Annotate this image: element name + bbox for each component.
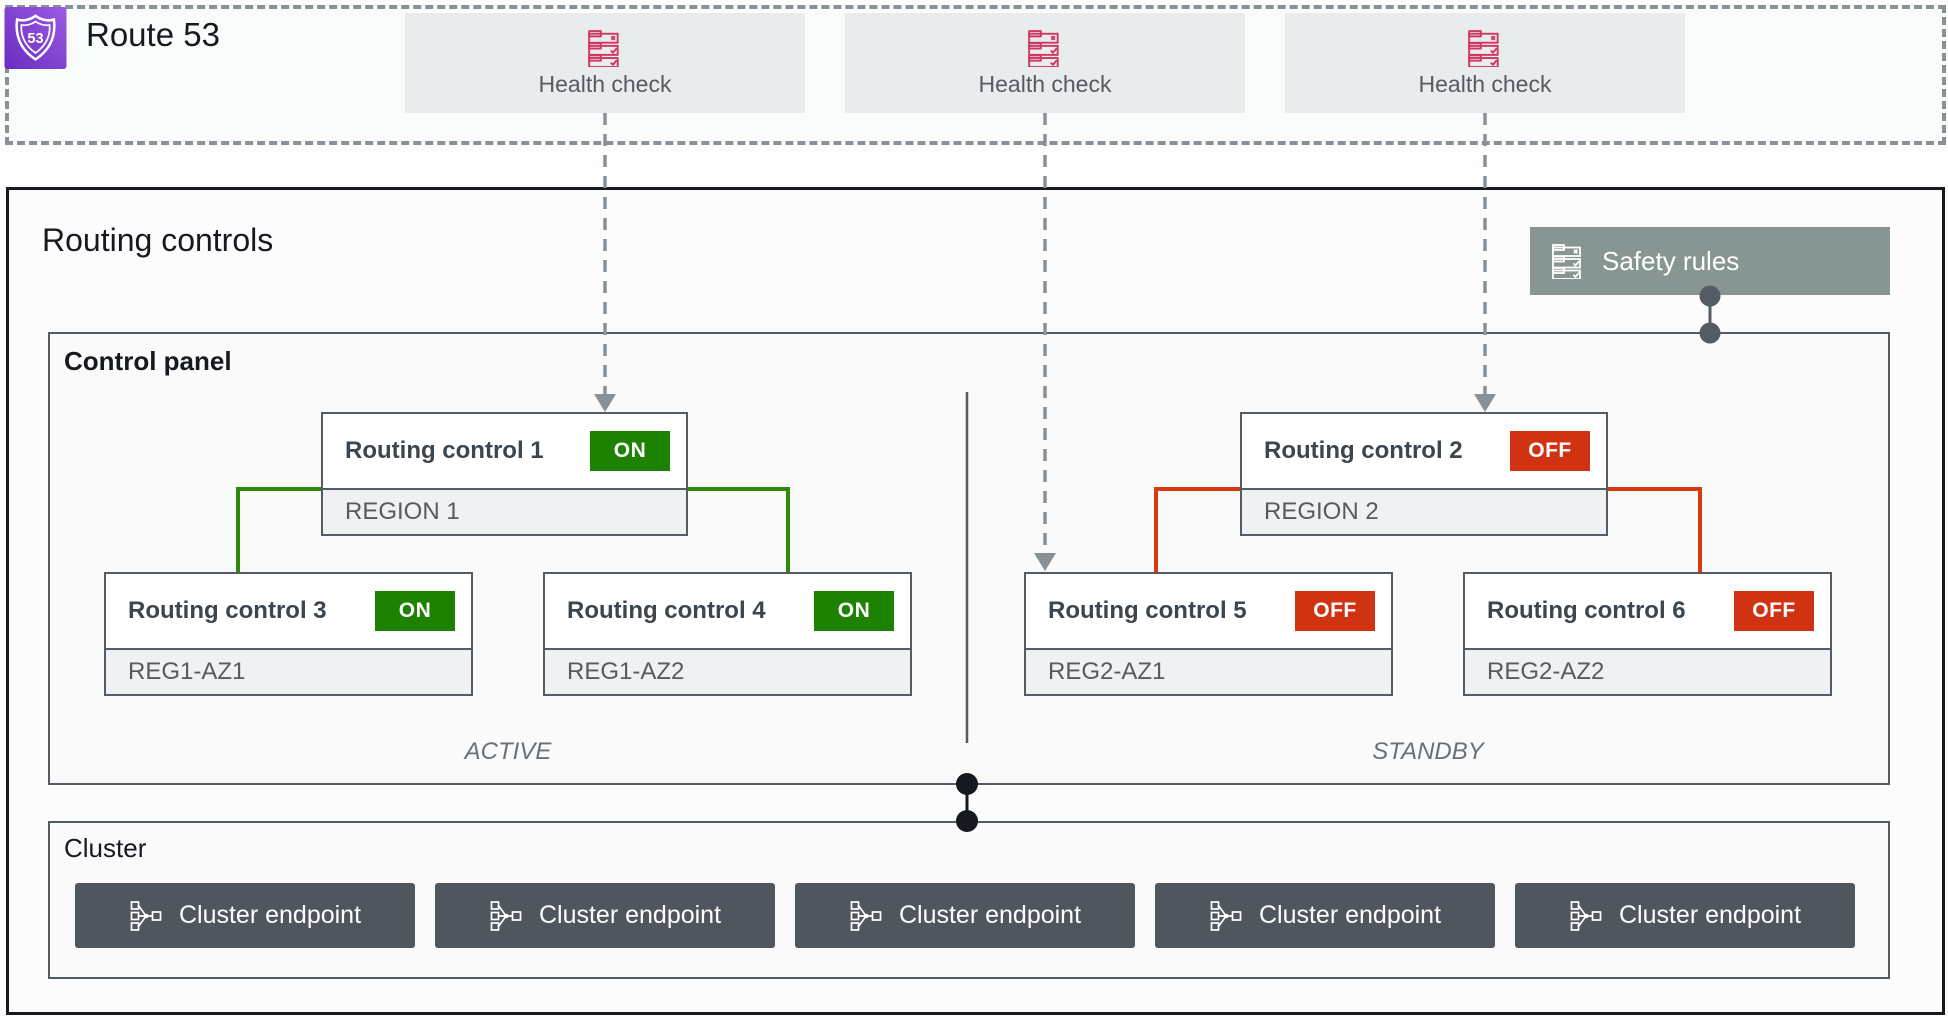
cluster-endpoint-label: Cluster endpoint (898, 901, 1082, 929)
cluster-endpoint-icon (849, 899, 883, 933)
route53-icon: 53 (4, 7, 67, 69)
cluster-endpoint-label: Cluster endpoint (1618, 901, 1802, 929)
routing-control-name: Routing control 5 (1048, 597, 1247, 624)
cluster-endpoint-button: Cluster endpoint (75, 883, 415, 948)
route53-label: Route 53 (86, 16, 220, 53)
safety-rules-icon (1550, 243, 1586, 279)
routing-control-name: Routing control 6 (1487, 597, 1686, 624)
routing-control-state-badge: ON (375, 591, 455, 631)
routing-control-card-6: Routing control 6 OFF REG2-AZ2 (1463, 572, 1832, 696)
routing-control-card-2: Routing control 2 OFF REGION 2 (1240, 412, 1608, 536)
routing-control-card-5: Routing control 5 OFF REG2-AZ1 (1024, 572, 1393, 696)
routing-control-scope: REGION 1 (323, 488, 686, 534)
health-check-card: Health check (405, 13, 805, 113)
svg-text:53: 53 (27, 31, 43, 47)
routing-control-state-badge: OFF (1510, 431, 1590, 471)
routing-control-name: Routing control 4 (567, 597, 766, 624)
routing-control-state-badge: ON (814, 591, 894, 631)
routing-control-scope: REG2-AZ2 (1465, 648, 1830, 694)
cluster-endpoint-button: Cluster endpoint (435, 883, 775, 948)
health-check-label: Health check (1418, 70, 1552, 97)
health-check-label: Health check (538, 70, 672, 97)
routing-control-state-badge: ON (590, 431, 670, 471)
health-check-card: Health check (845, 13, 1245, 113)
routing-control-card-3: Routing control 3 ON REG1-AZ1 (104, 572, 473, 696)
health-check-card: Health check (1285, 13, 1685, 113)
routing-control-scope: REGION 2 (1242, 488, 1606, 534)
routing-control-name: Routing control 3 (128, 597, 327, 624)
cluster-title: Cluster (64, 833, 147, 863)
cluster-endpoint-label: Cluster endpoint (178, 901, 362, 929)
cluster-endpoint-icon (1569, 899, 1603, 933)
routing-control-card-1: Routing control 1 ON REGION 1 (321, 412, 688, 536)
routing-control-scope: REG2-AZ1 (1026, 648, 1391, 694)
routing-control-name: Routing control 2 (1264, 437, 1463, 464)
cluster-endpoint-button: Cluster endpoint (1155, 883, 1495, 948)
health-check-icon (1466, 29, 1504, 67)
cluster-endpoint-button: Cluster endpoint (1515, 883, 1855, 948)
cluster-endpoint-button: Cluster endpoint (795, 883, 1135, 948)
cluster-endpoint-label: Cluster endpoint (538, 901, 722, 929)
standby-zone-label: STANDBY (1372, 738, 1484, 765)
routing-controls-title: Routing controls (42, 222, 274, 258)
control-panel-title: Control panel (64, 346, 232, 376)
safety-rules-button: Safety rules (1530, 227, 1890, 295)
health-check-icon (586, 29, 624, 67)
routing-control-state-badge: OFF (1734, 591, 1814, 631)
cluster-endpoint-label: Cluster endpoint (1258, 901, 1442, 929)
routing-control-state-badge: OFF (1295, 591, 1375, 631)
routing-control-name: Routing control 1 (345, 437, 544, 464)
cluster-endpoint-icon (489, 899, 523, 933)
routing-control-card-4: Routing control 4 ON REG1-AZ2 (543, 572, 912, 696)
routing-control-scope: REG1-AZ2 (545, 648, 910, 694)
cluster-endpoint-icon (129, 899, 163, 933)
cluster-endpoint-icon (1209, 899, 1243, 933)
health-check-label: Health check (978, 70, 1112, 97)
active-zone-label: ACTIVE (464, 738, 552, 765)
control-panel (48, 332, 1890, 785)
safety-rules-label: Safety rules (1602, 245, 1740, 276)
routing-control-scope: REG1-AZ1 (106, 648, 471, 694)
health-check-icon (1026, 29, 1064, 67)
